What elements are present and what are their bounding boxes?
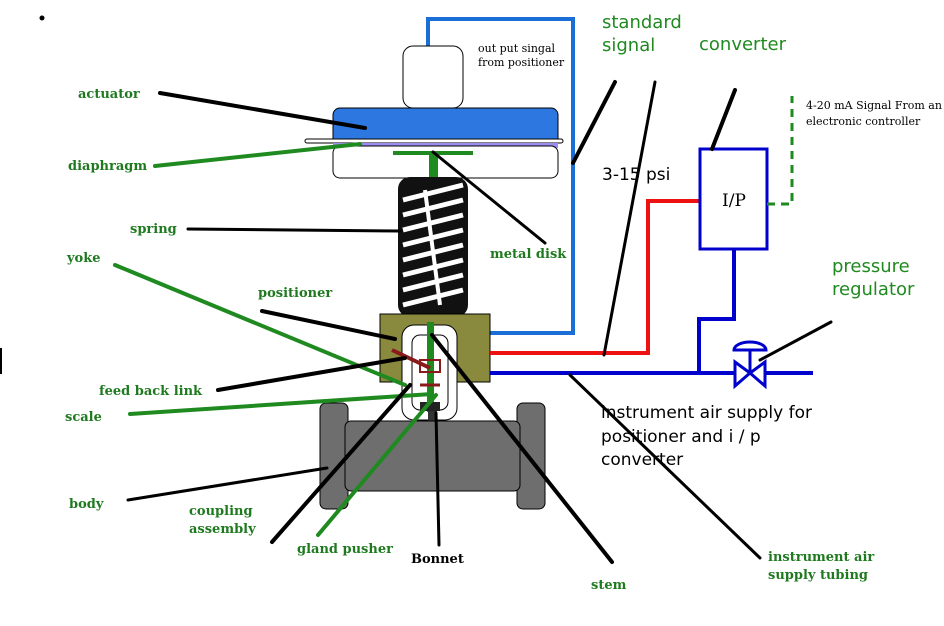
electronic-signal-line	[767, 96, 794, 206]
stray-mark	[0, 348, 2, 374]
label-diaphragm: diaphragm	[68, 159, 147, 174]
label-yoke: yoke	[66, 251, 101, 266]
pressure-regulator	[732, 340, 768, 390]
label-spring: spring	[130, 222, 177, 237]
label-psi: 3-15 psi	[602, 165, 670, 185]
ip-converter	[698, 147, 769, 251]
scale-indicator	[419, 359, 441, 373]
label-bonnet: Bonnet	[411, 552, 464, 567]
actuator-stem-top	[429, 151, 438, 178]
stray-dot	[39, 15, 45, 21]
label-actuator: actuator	[78, 87, 140, 102]
air-supply-to-converter	[697, 249, 736, 373]
label-tubing-2: supply tubing	[768, 568, 868, 583]
diaphragm-plate	[304, 138, 564, 144]
label-pressure-1: pressure	[832, 256, 910, 277]
label-coupling-1: coupling	[189, 504, 253, 519]
label-feedback-link: feed back link	[99, 384, 203, 399]
label-output-2: from positioner	[478, 56, 565, 69]
label-positioner: positioner	[258, 286, 332, 301]
leader-lines	[113, 80, 833, 564]
feedback-link	[391, 348, 431, 370]
converter-signal-tubing	[490, 199, 700, 355]
label-output-1: out put singal	[478, 42, 556, 55]
label-supply-2: positioner and i / p	[601, 427, 761, 447]
label-standard-1: standard	[602, 12, 682, 33]
label-coupling-2: assembly	[189, 522, 256, 537]
label-stem: stem	[591, 578, 627, 593]
label-supply-3: converter	[601, 450, 683, 470]
label-tubing-1: instrument air	[768, 550, 874, 565]
gland-pusher	[420, 402, 440, 411]
label-pressure-2: regulator	[832, 279, 915, 300]
valve-body-right-flange	[516, 402, 546, 510]
valve-stem	[427, 322, 434, 412]
label-420-2: electronic controller	[806, 115, 921, 128]
label-metal-disk: metal disk	[490, 247, 567, 262]
label-supply-1: instrument air supply for	[601, 403, 812, 423]
bonnet-neck	[428, 411, 437, 423]
label-converter: converter	[699, 34, 787, 55]
spring-coils	[402, 182, 464, 308]
valve-body-left-flange	[319, 402, 349, 510]
label-body: body	[69, 497, 104, 512]
label-420-1: 4-20 mA Signal From an	[806, 99, 942, 112]
label-scale: scale	[65, 410, 102, 425]
actuator-top-cap	[402, 45, 464, 109]
label-standard-2: signal	[602, 35, 655, 56]
output-signal-tubing	[426, 17, 575, 335]
ip-converter-label: I/P	[722, 191, 746, 211]
label-gland-pusher: gland pusher	[297, 542, 393, 557]
